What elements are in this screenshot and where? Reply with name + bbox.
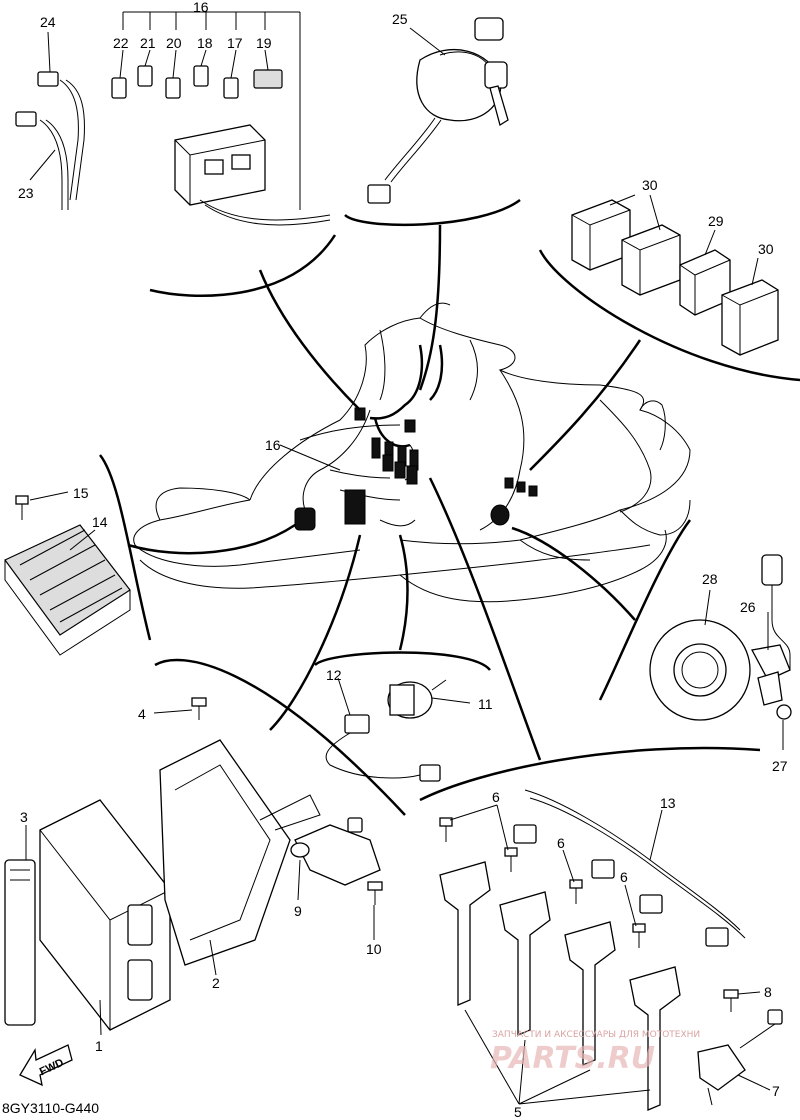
part-15-bolt	[15, 495, 29, 520]
label-30-a: 30	[642, 177, 658, 193]
label-19: 19	[256, 35, 272, 51]
part-5-ignition-coil-3	[564, 921, 616, 1066]
label-24: 24	[40, 14, 56, 30]
part-5-ignition-coil-2	[499, 891, 551, 1036]
part-14-rectifier-regulator	[4, 524, 131, 656]
label-12: 12	[326, 667, 342, 683]
label-11: 11	[478, 696, 493, 712]
label-9: 9	[294, 903, 302, 919]
part-7-sensor	[697, 1009, 783, 1106]
part-27-grommet	[776, 704, 792, 720]
part-5-ignition-coil-4	[629, 966, 681, 1111]
part-12-sub-harness	[325, 714, 441, 782]
part-13-coil-harness	[513, 789, 746, 947]
label-10: 10	[366, 941, 382, 957]
label-27: 27	[772, 758, 788, 774]
part-23-connector-with-tie	[15, 111, 69, 210]
leader-lines	[127, 224, 642, 761]
part-9-sensor	[290, 817, 381, 886]
label-16-center: 16	[265, 437, 281, 453]
label-13: 13	[660, 795, 676, 811]
snowmobile-outline	[133, 302, 691, 603]
part-25-ignition-switch	[367, 17, 509, 204]
label-16-top: 16	[193, 0, 209, 15]
fuses-row	[111, 65, 283, 99]
part-28-trigger-disc	[649, 619, 751, 721]
label-29: 29	[708, 213, 724, 229]
part-10-bolt	[367, 881, 383, 905]
watermark-caption: ЗАПЧАСТИ И АКСЕССУАРЫ ДЛЯ МОТОТЕХНИ	[492, 1030, 700, 1040]
part-30-relay-a	[571, 199, 631, 271]
diagram-code: 8GY3110-G440	[2, 1100, 99, 1116]
label-6-a: 6	[492, 789, 500, 805]
part-3-band	[4, 859, 36, 1026]
label-28: 28	[702, 571, 718, 587]
label-8: 8	[764, 984, 772, 1000]
watermark-brand: PARTS.RU	[490, 1041, 655, 1076]
label-21: 21	[140, 35, 156, 51]
label-30-b: 30	[758, 241, 774, 257]
label-14: 14	[92, 514, 108, 530]
part-16-fuse-box	[174, 124, 331, 226]
part-labels: 16 22 21 20 18 17 19 24 23 25 30 29 30 1…	[18, 0, 788, 1120]
part-30-relay-b	[621, 224, 681, 296]
part-30-relay-c	[721, 279, 779, 356]
part-4-bolt	[191, 697, 207, 720]
label-6-b: 6	[557, 835, 565, 851]
callout-brackets	[99, 198, 800, 816]
label-25: 25	[392, 11, 408, 27]
label-1: 1	[95, 1038, 103, 1054]
harness-connectors	[294, 407, 538, 531]
label-2: 2	[212, 975, 220, 991]
label-26: 26	[740, 599, 756, 615]
forward-arrow-icon: FWD	[19, 1044, 73, 1087]
label-22: 22	[113, 35, 129, 51]
label-5: 5	[514, 1104, 522, 1120]
part-1-ecu	[39, 799, 171, 1031]
label-23: 23	[18, 185, 34, 201]
label-15: 15	[73, 485, 89, 501]
label-leaders	[25, 11, 784, 1105]
label-20: 20	[166, 35, 182, 51]
label-7: 7	[772, 1083, 780, 1099]
label-18: 18	[197, 35, 213, 51]
label-17: 17	[227, 35, 243, 51]
part-5-ignition-coil-1	[439, 861, 491, 1006]
part-6-bolts	[439, 817, 646, 948]
label-6-c: 6	[620, 869, 628, 885]
part-24-connector-with-tie	[37, 71, 85, 201]
watermark: ЗАПЧАСТИ И АКСЕССУАРЫ ДЛЯ МОТОТЕХНИ PART…	[490, 1030, 700, 1076]
part-11-sensor	[387, 679, 447, 719]
part-8-bolt	[723, 989, 739, 1012]
label-3: 3	[20, 809, 28, 825]
part-2-ecu-bracket	[159, 739, 321, 966]
part-26-speed-sensor	[751, 554, 791, 706]
label-4: 4	[138, 706, 146, 722]
